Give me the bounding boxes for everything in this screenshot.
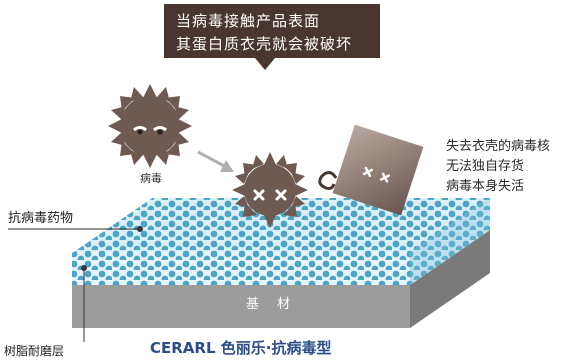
resin-layer-label: 树脂耐磨层 <box>4 344 65 358</box>
virus-destroyed-icon <box>232 152 308 228</box>
speech-bubble <box>164 4 380 70</box>
bubble-text-line1: 当病毒接触产品表面 <box>176 12 321 30</box>
bubble-text-line2: 其蛋白质衣壳就会被破坏 <box>176 35 353 53</box>
product-title: CERARL 色丽乐·抗病毒型 <box>150 339 332 357</box>
virus-icon <box>108 84 192 168</box>
leader-lines <box>8 226 143 342</box>
virus-core-icon <box>332 124 424 216</box>
result-text-line3: 病毒本身失活 <box>446 179 525 194</box>
resin-layer <box>72 197 490 285</box>
base-layer <box>72 230 490 328</box>
shell-fragment-icon <box>318 171 338 190</box>
result-text-line2: 无法独自存货 <box>446 159 525 174</box>
result-text-line1: 失去衣壳的病毒核 <box>446 139 551 154</box>
virus-label: 病毒 <box>140 172 162 185</box>
antiviral-agent-label: 抗病毒药物 <box>8 211 74 226</box>
base-material-label: 基材 <box>246 297 309 312</box>
arrow-icon <box>197 150 234 172</box>
